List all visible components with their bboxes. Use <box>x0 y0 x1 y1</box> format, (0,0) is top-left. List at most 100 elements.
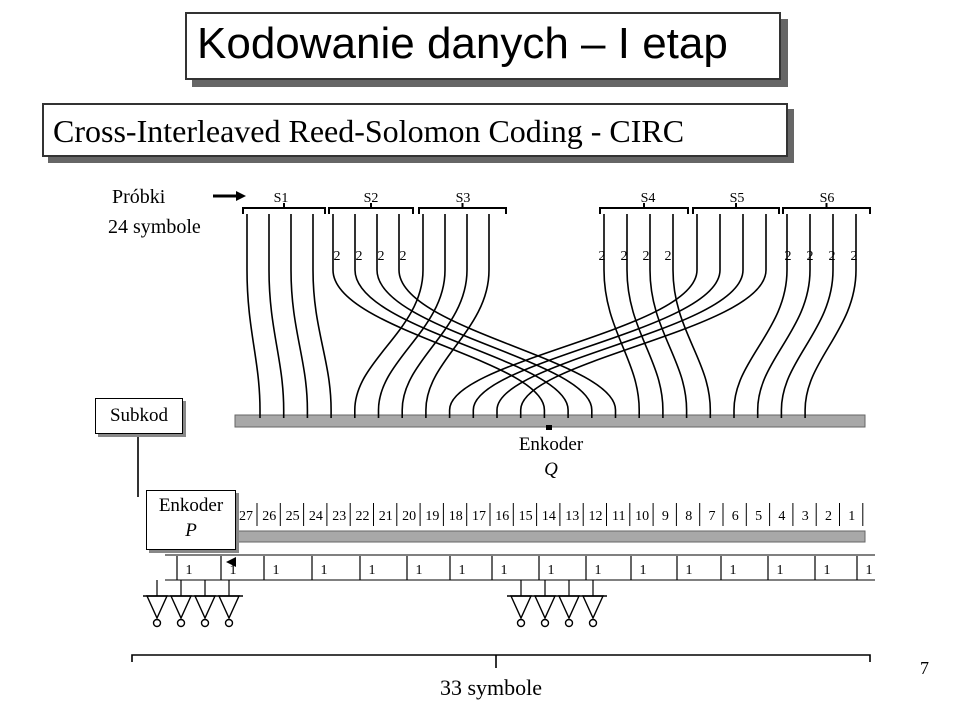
inverter-q <box>581 595 605 620</box>
symbol-index: 14 <box>542 509 556 524</box>
output-label: 33 symbole <box>440 675 543 700</box>
inverter-q-bubble <box>540 618 550 628</box>
delay-value: 2 <box>829 249 836 264</box>
symbol-index: 27 <box>239 509 253 524</box>
symbol-index: 3 <box>802 509 809 524</box>
input-arrow-head <box>236 191 246 201</box>
interleave-wire <box>804 214 857 418</box>
inverter-q <box>509 595 533 620</box>
symbol-index: 17 <box>472 509 486 524</box>
inverter-q-bubble <box>516 618 526 628</box>
symbol-index: 13 <box>565 509 579 524</box>
bottom-delay-value: 1 <box>595 563 602 578</box>
sample-label-s1: S1 <box>274 191 289 206</box>
bottom-delay-value: 1 <box>824 563 831 578</box>
delay-value: 2 <box>665 249 672 264</box>
symbol-index: 25 <box>286 509 300 524</box>
interleave-wire <box>496 214 744 418</box>
symbol-index: 11 <box>612 509 625 524</box>
delay-value: 2 <box>643 249 650 264</box>
page-number: 7 <box>920 658 929 678</box>
inverter-p <box>145 595 169 620</box>
bottom-delay-value: 1 <box>777 563 784 578</box>
interleave-wire <box>448 214 698 418</box>
inverter-p-bubble <box>200 618 210 628</box>
interleave-wire <box>376 214 593 418</box>
bottom-delay-value: 1 <box>459 563 466 578</box>
symbol-index: 22 <box>356 509 370 524</box>
symbol-index: 1 <box>848 509 855 524</box>
input-count-label: 24 symbole <box>108 216 201 238</box>
interleave-wire <box>354 214 424 418</box>
encoder-q-line1: Enkoder <box>518 434 584 455</box>
delay-cell <box>593 243 611 265</box>
delay-value: 2 <box>599 249 606 264</box>
interleave-wire <box>649 214 688 418</box>
interleave-wire <box>332 214 546 418</box>
subcode-box: Subkod <box>95 398 183 434</box>
symbol-index: 21 <box>379 509 393 524</box>
sample-label-s3: S3 <box>456 191 471 206</box>
encoder-p-box: Enkoder P <box>146 490 236 550</box>
interleave-wire <box>780 214 834 418</box>
interleave-wire <box>425 214 490 418</box>
symbol-index: 12 <box>589 509 603 524</box>
bottom-delay-value: 1 <box>866 563 873 578</box>
inverter-q-bubble <box>588 618 598 628</box>
inverter-p <box>169 595 193 620</box>
interleave-wire <box>312 214 332 418</box>
inverter-q <box>557 595 581 620</box>
sample-label-s2: S2 <box>364 191 379 206</box>
symbol-index: 24 <box>309 509 323 524</box>
bottom-delay-value: 1 <box>640 563 647 578</box>
symbol-index: 20 <box>402 509 416 524</box>
bottom-delay-value: 1 <box>273 563 280 578</box>
delay-value: 2 <box>621 249 628 264</box>
inverter-q <box>533 595 557 620</box>
delay-value: 2 <box>851 249 858 264</box>
slide-title: Kodowanie danych – I etap <box>197 19 728 68</box>
title-box: Kodowanie danych – I etap <box>185 12 781 80</box>
interleave-wire <box>472 214 721 418</box>
inverter-q-bubble <box>564 618 574 628</box>
bottom-delay-value: 1 <box>321 563 328 578</box>
subtitle-box: Cross-Interleaved Reed-Solomon Coding - … <box>42 103 788 157</box>
sample-bracket-s6 <box>782 207 871 214</box>
sample-label-s5: S5 <box>730 191 745 206</box>
inverter-p-bubble <box>224 618 234 628</box>
sample-bracket-s5 <box>692 207 780 214</box>
delay-cell <box>615 243 633 265</box>
interleave-wire <box>756 214 811 418</box>
bottom-delay-value: 1 <box>548 563 555 578</box>
symbol-index: 18 <box>449 509 463 524</box>
interleave-wire <box>377 214 446 418</box>
inverter-p-bubble <box>152 618 162 628</box>
inverter-p <box>217 595 241 620</box>
bottom-delay-value: 1 <box>501 563 508 578</box>
symbol-index: 6 <box>732 509 739 524</box>
bottom-delay-value: 1 <box>369 563 376 578</box>
delay-value: 2 <box>378 249 385 264</box>
encoder-p-arrow <box>226 557 236 567</box>
symbol-index: 4 <box>778 509 785 524</box>
bottom-delay-value: 1 <box>730 563 737 578</box>
encoder-q-box: Enkoder Q <box>510 430 592 486</box>
symbol-index: 15 <box>519 509 533 524</box>
symbol-index: 9 <box>662 509 669 524</box>
delay-cell <box>845 243 863 265</box>
symbol-index: 23 <box>332 509 346 524</box>
sample-bracket-s1 <box>242 207 326 214</box>
encoder-p-line2: P <box>185 520 197 541</box>
symbol-index: 19 <box>425 509 439 524</box>
sample-bracket-s4 <box>599 207 689 214</box>
delay-value: 2 <box>785 249 792 264</box>
delay-value: 2 <box>334 249 341 264</box>
interleave-wire <box>401 214 468 418</box>
inverter-p-bubble <box>176 618 186 628</box>
symbol-index: 10 <box>635 509 649 524</box>
interleave-wire <box>268 214 285 418</box>
sample-label-s6: S6 <box>820 191 835 206</box>
interleave-wire <box>733 214 788 418</box>
symbol-index: 16 <box>495 509 509 524</box>
sample-bracket-s2 <box>328 207 414 214</box>
